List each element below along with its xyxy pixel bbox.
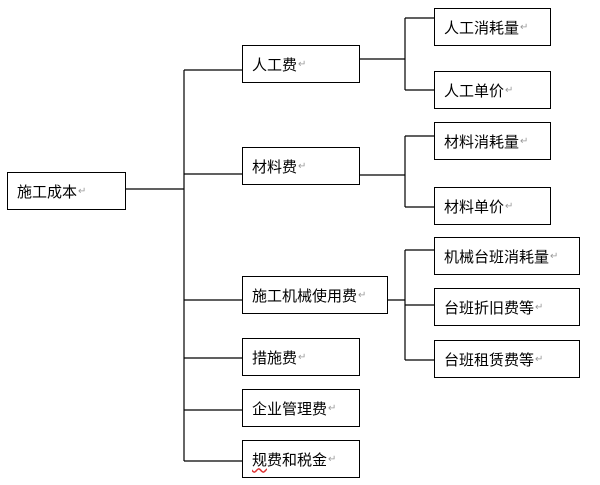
- node-shift-depreciation-label: 台班折旧费等: [444, 298, 535, 317]
- paragraph-mark: ↵: [298, 160, 307, 172]
- paragraph-mark: ↵: [520, 21, 529, 33]
- paragraph-mark: ↵: [298, 351, 307, 363]
- node-material-unit-price: 材料单价↵: [434, 187, 551, 225]
- paragraph-mark: ↵: [328, 402, 337, 414]
- node-labor-cost-label: 人工费: [252, 55, 298, 74]
- node-labor-unit-price-label: 人工单价: [444, 81, 505, 100]
- node-fees-and-taxes-label-rest: 费和税金: [267, 450, 328, 469]
- node-labor-cost: 人工费↵: [242, 45, 360, 83]
- node-shift-rental: 台班租赁费等↵: [434, 340, 580, 378]
- node-machinery-cost-label: 施工机械使用费: [252, 286, 358, 305]
- paragraph-mark: ↵: [505, 84, 514, 96]
- node-machine-shift-consumption: 机械台班消耗量↵: [434, 237, 580, 275]
- paragraph-mark: ↵: [535, 301, 544, 313]
- paragraph-mark: ↵: [520, 135, 529, 147]
- node-material-consumption: 材料消耗量↵: [434, 122, 551, 160]
- node-enterprise-management-cost-label: 企业管理费: [252, 399, 328, 418]
- node-enterprise-management-cost: 企业管理费↵: [242, 389, 360, 427]
- node-measures-cost-label: 措施费: [252, 348, 298, 367]
- paragraph-mark: ↵: [505, 200, 514, 212]
- node-labor-unit-price: 人工单价↵: [434, 71, 551, 109]
- node-material-consumption-label: 材料消耗量: [444, 132, 520, 151]
- paragraph-mark: ↵: [358, 289, 367, 301]
- node-labor-consumption-label: 人工消耗量: [444, 18, 520, 37]
- node-machinery-cost: 施工机械使用费↵: [242, 276, 388, 314]
- node-material-unit-price-label: 材料单价: [444, 197, 505, 216]
- node-machine-shift-consumption-label: 机械台班消耗量: [444, 247, 550, 266]
- root-node-label: 施工成本: [17, 182, 78, 201]
- node-measures-cost: 措施费↵: [242, 338, 360, 376]
- paragraph-mark: ↵: [298, 58, 307, 70]
- node-labor-consumption: 人工消耗量↵: [434, 8, 551, 46]
- paragraph-mark: ↵: [550, 250, 559, 262]
- paragraph-mark: ↵: [78, 185, 87, 197]
- node-fees-and-taxes-label-first-char: 规: [252, 450, 268, 469]
- root-node: 施工成本↵: [7, 172, 126, 210]
- paragraph-mark: ↵: [328, 453, 337, 465]
- paragraph-mark: ↵: [535, 353, 544, 365]
- node-shift-rental-label: 台班租赁费等: [444, 350, 535, 369]
- node-fees-and-taxes: 规费和税金↵: [242, 440, 360, 478]
- node-material-cost: 材料费↵: [242, 147, 360, 185]
- node-shift-depreciation: 台班折旧费等↵: [434, 288, 580, 326]
- node-material-cost-label: 材料费: [252, 157, 298, 176]
